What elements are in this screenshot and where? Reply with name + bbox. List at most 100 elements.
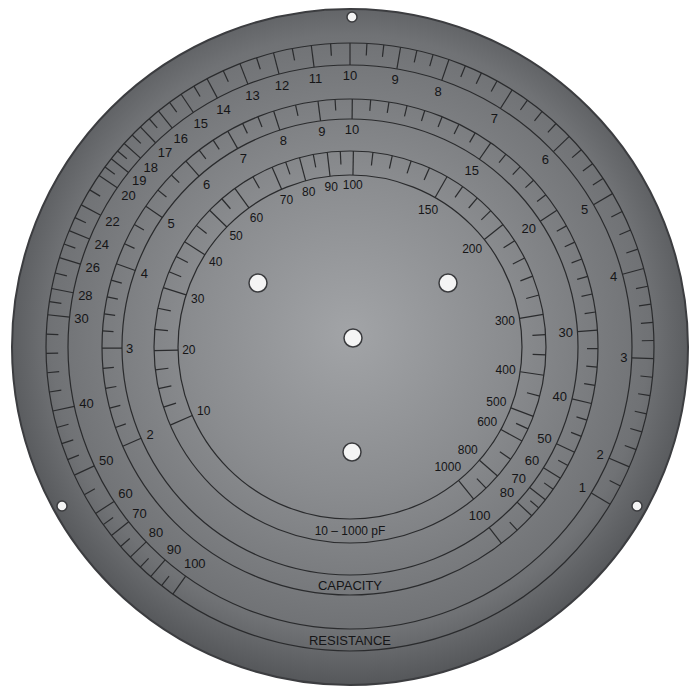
scale-tick <box>382 45 383 57</box>
scale-bands <box>46 43 654 651</box>
scale-number: 12 <box>275 79 289 92</box>
scale-number: 60 <box>118 487 132 500</box>
scale-number: 28 <box>78 289 92 302</box>
scale-number: 40 <box>209 256 222 268</box>
scale-tick <box>548 124 556 133</box>
scale-tick <box>459 480 474 499</box>
scale-tick <box>641 322 653 324</box>
scale-tick <box>510 522 517 530</box>
scale-tick <box>47 372 59 373</box>
scale-tick <box>140 558 148 567</box>
scale-title: RESISTANCE <box>309 634 391 647</box>
scale-tick <box>55 273 67 276</box>
scale-tick <box>330 44 332 56</box>
scale-number: 6 <box>542 153 549 166</box>
scale-tick <box>352 151 354 175</box>
scale-tick <box>170 416 192 426</box>
scale-number: 9 <box>318 125 325 138</box>
scale-number: 60 <box>250 212 263 224</box>
scale-tick <box>626 249 637 253</box>
scale-number: 20 <box>522 222 536 235</box>
scale-tick <box>222 199 231 209</box>
scale-tick <box>584 384 595 386</box>
scale-tick <box>577 330 597 331</box>
scale-tick <box>610 480 621 486</box>
scale-tick <box>64 244 75 248</box>
scale-tick <box>111 280 122 283</box>
scale-tick <box>286 162 290 174</box>
scale-tick <box>387 102 389 113</box>
scale-tick <box>558 460 568 465</box>
scale-tick <box>74 466 94 475</box>
scale-tick <box>105 387 116 389</box>
scale-tick <box>430 55 433 67</box>
scale-tick <box>115 424 125 428</box>
scale-tick <box>125 244 135 249</box>
scale-tick <box>556 444 574 452</box>
scale-tick <box>407 161 411 174</box>
scale-tick <box>366 43 368 55</box>
scale-tick <box>636 286 648 288</box>
scale-tick <box>134 225 144 230</box>
scale-tick <box>532 334 545 336</box>
scale-tick <box>240 64 248 84</box>
scale-number: 30 <box>191 293 204 305</box>
scale-tick <box>572 150 581 158</box>
scale-tick <box>99 175 117 187</box>
scale-tick <box>609 458 629 467</box>
scale-tick <box>107 297 118 299</box>
scale-tick <box>572 259 582 263</box>
scale-number: 8 <box>434 85 441 98</box>
scale-tick <box>140 127 155 143</box>
scale-number: 20 <box>182 344 195 356</box>
scale-tick <box>90 190 100 196</box>
scale-tick <box>59 258 80 264</box>
scale-tick <box>158 308 171 311</box>
scale-number: 14 <box>216 103 230 116</box>
scale-number: 3 <box>620 351 627 364</box>
scale-number: 2 <box>147 428 154 441</box>
scale-tick <box>501 430 522 442</box>
scale-tick <box>371 152 373 165</box>
scale-number: 70 <box>280 194 293 206</box>
scale-tick <box>622 269 643 275</box>
scale-number: 7 <box>240 152 247 165</box>
scale-tick <box>258 117 262 127</box>
scale-number: 60 <box>525 454 539 467</box>
scale-tick <box>638 394 650 396</box>
scale-number: 200 <box>462 243 482 255</box>
scale-tick <box>169 272 181 277</box>
scale-tick <box>199 150 206 159</box>
scale-tick <box>369 100 371 111</box>
scale-tick <box>477 479 486 489</box>
scale-number: 90 <box>325 181 338 193</box>
scale-number: 13 <box>245 89 259 102</box>
scale-tick <box>158 111 172 128</box>
scale-tick <box>632 357 654 359</box>
scale-tick <box>111 522 128 536</box>
scale-ticks <box>46 43 654 594</box>
scale-tick <box>274 53 280 74</box>
scale-tick <box>311 45 314 67</box>
scale-number: 30 <box>74 312 88 325</box>
scale-tick <box>470 133 476 143</box>
scale-title: 10 – 1000 pF <box>315 525 386 537</box>
scale-tick <box>611 212 622 217</box>
scale-number: 150 <box>418 204 438 216</box>
scale-tick <box>124 143 140 158</box>
scale-tick <box>111 159 128 173</box>
scale-number: 10 <box>197 405 210 417</box>
scale-tick <box>533 354 546 356</box>
scale-tick <box>296 105 298 116</box>
scale-tick <box>435 177 447 198</box>
scale-tick <box>213 140 219 149</box>
scale-number: 100 <box>469 509 491 522</box>
scale-tick <box>540 210 557 221</box>
scale-number: 80 <box>149 526 163 539</box>
scale-number: 80 <box>500 486 514 499</box>
scale-tick <box>300 158 306 181</box>
scale-tick <box>557 226 567 231</box>
scale-tick <box>455 187 463 198</box>
scale-tick <box>185 242 205 255</box>
scale-number: 2 <box>596 448 603 461</box>
